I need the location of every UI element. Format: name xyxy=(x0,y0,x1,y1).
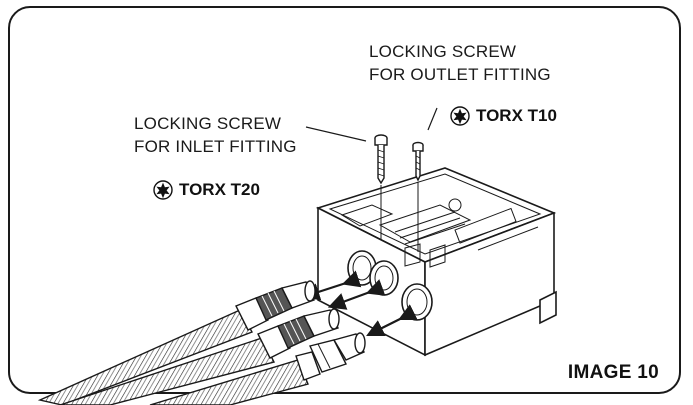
hose-fittings xyxy=(235,280,366,381)
torx-star-icon xyxy=(153,180,173,200)
outlet-screw-label: LOCKING SCREW FOR OUTLET FITTING xyxy=(369,40,551,86)
outlet-torx-spec: TORX T10 xyxy=(450,106,557,126)
inlet-torx-spec: TORX T20 xyxy=(153,180,260,200)
leader-lines xyxy=(305,107,438,142)
inlet-label-line2: FOR INLET FITTING xyxy=(134,137,297,156)
inlet-torx-text: TORX T20 xyxy=(179,180,260,199)
locking-screws xyxy=(374,134,424,252)
outlet-label-line2: FOR OUTLET FITTING xyxy=(369,65,551,84)
inlet-screw-label: LOCKING SCREW FOR INLET FITTING xyxy=(134,112,297,158)
outlet-label-line1: LOCKING SCREW xyxy=(369,42,517,61)
torx-star-icon xyxy=(450,106,470,126)
junction-box xyxy=(315,167,557,357)
outlet-torx-text: TORX T10 xyxy=(476,106,557,125)
figure-number: IMAGE 10 xyxy=(567,362,659,383)
inlet-label-line1: LOCKING SCREW xyxy=(134,114,282,133)
braided-hoses xyxy=(37,309,309,405)
